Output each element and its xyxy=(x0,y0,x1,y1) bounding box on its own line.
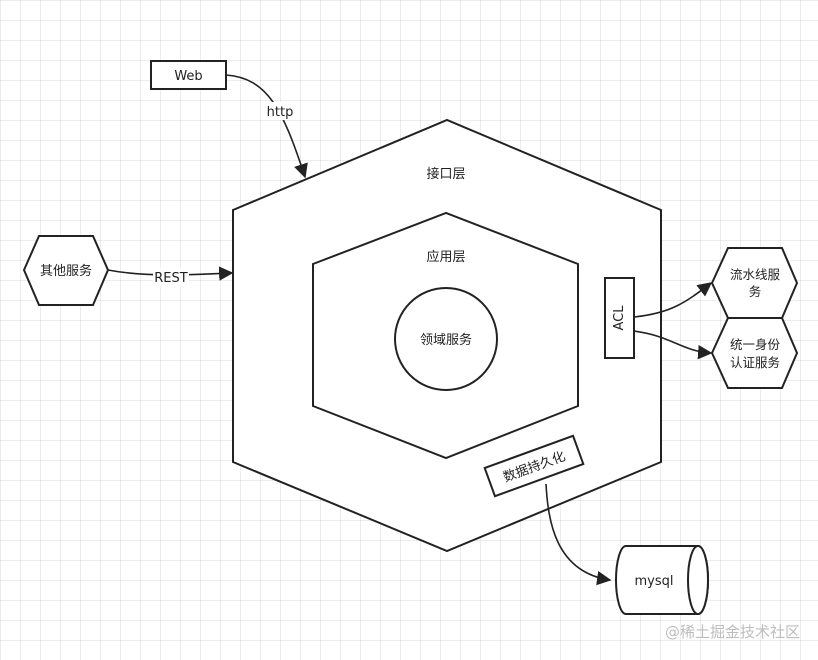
watermark-text: @稀土掘金技术社区 xyxy=(665,623,800,641)
mysql-label: mysql xyxy=(635,574,674,589)
web-node xyxy=(150,60,227,90)
persistence-to-mysql-edge xyxy=(545,483,612,586)
http-edge xyxy=(225,74,308,179)
rest-edge-label-bg xyxy=(153,268,189,286)
http-edge-label-bg xyxy=(263,102,297,120)
acl-to-identity-edge xyxy=(633,330,713,360)
http-edge-label: http xyxy=(267,105,294,120)
domain-service-label: 领域服务 xyxy=(420,332,472,348)
pipeline-service-node xyxy=(710,247,799,319)
pipeline-service-label-line2: 务 xyxy=(749,284,762,299)
identity-service-node xyxy=(710,317,799,389)
mysql-node xyxy=(615,545,709,615)
other-services-label: 其他服务 xyxy=(40,263,92,279)
domain-service-circle xyxy=(394,287,498,391)
pipeline-service-label-line1: 流水线服 xyxy=(730,267,781,282)
acl-label: ACL xyxy=(612,305,627,331)
interface-layer-label: 接口层 xyxy=(426,166,465,182)
identity-service-label-line2: 认证服务 xyxy=(730,355,780,370)
acl-to-pipeline-edge xyxy=(633,282,713,318)
persistence-node xyxy=(483,434,585,498)
acl-node xyxy=(604,277,635,359)
application-layer-label: 应用层 xyxy=(426,249,465,265)
rest-edge-label: REST xyxy=(154,271,187,286)
web-node-label: Web xyxy=(174,69,202,84)
identity-service-label-line1: 统一身份 xyxy=(730,337,781,352)
